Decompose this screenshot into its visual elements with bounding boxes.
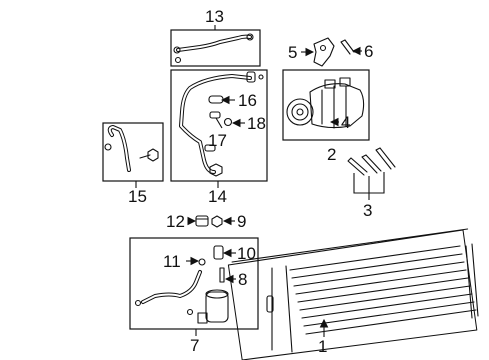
compressor-bracket-group: 5 6 xyxy=(288,37,373,67)
callout-5[interactable]: 5 xyxy=(288,43,297,62)
callout-10[interactable]: 10 xyxy=(237,244,256,263)
callout-14[interactable]: 14 xyxy=(208,187,227,206)
callout-18[interactable]: 18 xyxy=(247,114,266,133)
loose-parts-group: 12 9 xyxy=(166,212,246,231)
callout-13[interactable]: 13 xyxy=(205,7,224,26)
callout-17[interactable]: 17 xyxy=(208,131,227,150)
line-13-group: 13 xyxy=(170,7,261,67)
callout-8[interactable]: 8 xyxy=(238,270,247,289)
callout-2[interactable]: 2 xyxy=(327,145,336,164)
accumulator-group: 10 11 8 7 xyxy=(129,237,259,355)
callout-3[interactable]: 3 xyxy=(363,201,372,220)
box-15 xyxy=(102,122,164,182)
callout-11[interactable]: 11 xyxy=(163,252,181,271)
condenser-core xyxy=(227,229,478,360)
callout-1[interactable]: 1 xyxy=(318,337,327,356)
hose-15-group: 15 xyxy=(102,122,164,206)
condenser-group: 1 xyxy=(227,228,479,360)
callout-16[interactable]: 16 xyxy=(238,91,257,110)
callout-15[interactable]: 15 xyxy=(128,187,147,206)
box-14 xyxy=(170,69,268,182)
callout-12[interactable]: 12 xyxy=(166,212,185,231)
fittings-3-group: 3 xyxy=(347,147,396,220)
compressor-group: 4 2 xyxy=(282,69,370,164)
callout-6[interactable]: 6 xyxy=(364,42,373,61)
box-4 xyxy=(282,69,370,141)
part-12 xyxy=(195,215,209,227)
callout-7[interactable]: 7 xyxy=(190,336,199,355)
callout-9[interactable]: 9 xyxy=(237,212,246,231)
accumulator-can xyxy=(205,291,229,323)
box-7 xyxy=(129,237,259,330)
callout-4[interactable]: 4 xyxy=(341,113,350,132)
hose-14-group: 14 16 17 18 xyxy=(170,69,268,206)
